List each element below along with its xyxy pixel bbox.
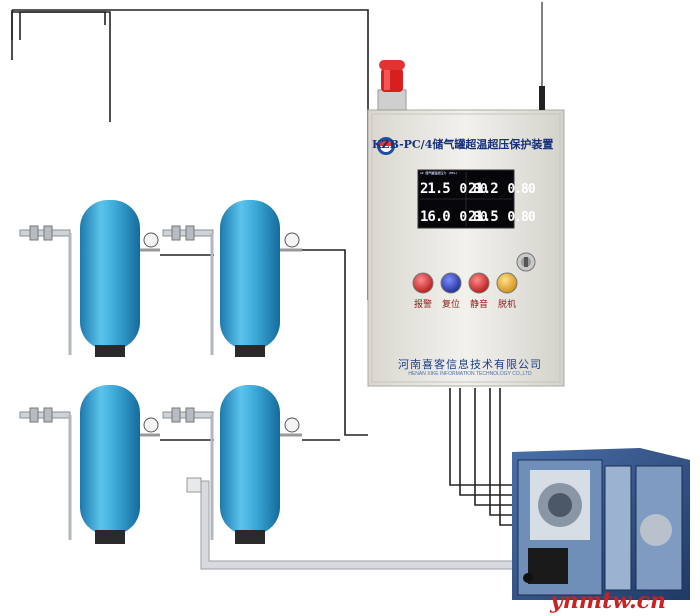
reset-button[interactable] [440, 272, 462, 294]
ch3-temp: 16.0 [420, 209, 451, 225]
controller-cabinet [367, 109, 565, 387]
ch4-pressure: 0.80 [507, 210, 535, 225]
antenna [539, 2, 545, 110]
ch3-pressure: 0.80 [459, 210, 487, 225]
lcd-header-text: 1# 储气罐温度压力 (MPa) [420, 171, 458, 175]
warning-beacon [377, 60, 407, 111]
mute-button[interactable] [468, 272, 490, 294]
ch1-pressure: 0.80 [459, 182, 487, 197]
company-name-cn: 河南喜客信息技术有限公司 [398, 359, 542, 371]
air-compressor [512, 448, 690, 600]
watermark: ynmtw.cn [550, 588, 666, 614]
ch1-temp: 21.5 [420, 181, 451, 197]
lcd-channel-1: 1# 储气罐温度压力 (MPa) 21.5 0.80 [420, 171, 488, 197]
tank-top-right [162, 200, 302, 357]
reset-label: 复位 [441, 300, 460, 310]
tank-top-left [19, 200, 160, 357]
lcd-channel-3: 16.0 0.80 [420, 201, 488, 225]
company-name-en: HENAN XIKE INFORMATION TECHNOLOGY CO.,LT… [408, 371, 532, 377]
ch2-temp: 21.2 [468, 181, 499, 197]
lcd-channel-4: 21.5 0.80 [468, 201, 536, 225]
button-row [412, 272, 518, 294]
device-title: KZB-PC/4储气罐超温超压保护装置 [372, 138, 554, 151]
ch4-temp: 21.5 [468, 209, 499, 225]
mute-label: 静音 [469, 300, 488, 310]
pipe-elbow [186, 477, 202, 493]
company-logo-icon [377, 137, 395, 155]
offline-label: 脱机 [497, 300, 516, 310]
signal-wires [11, 9, 515, 526]
ch2-pressure: 0.80 [507, 182, 535, 197]
key-switch-icon[interactable] [516, 252, 536, 272]
alarm-button[interactable] [412, 272, 434, 294]
tank-bottom-right [162, 385, 302, 544]
tank-bottom-left [19, 385, 160, 544]
offline-button[interactable] [496, 272, 518, 294]
lcd-channel-2: 21.2 0.80 [468, 171, 536, 197]
alarm-label: 报警 [413, 300, 432, 310]
